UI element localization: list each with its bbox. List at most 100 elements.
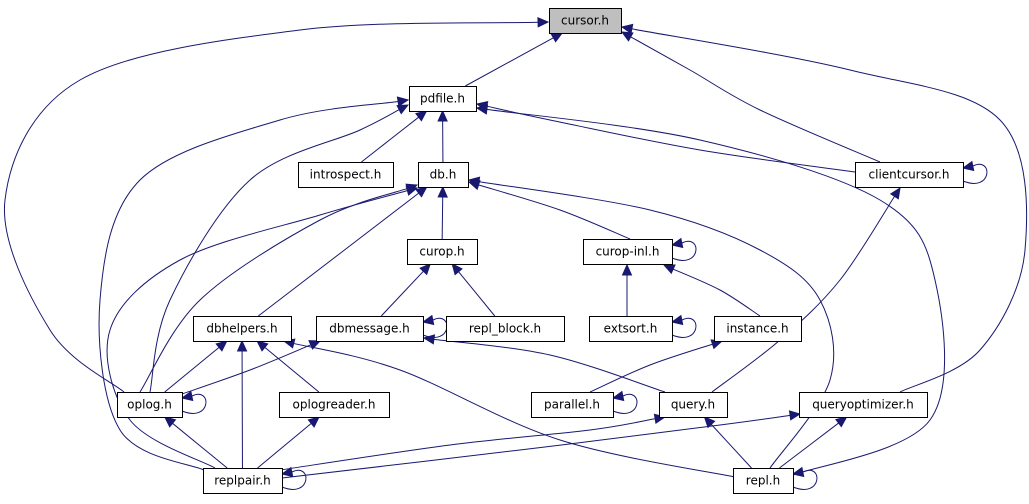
edge-repl-to-repl (791, 466, 818, 490)
edge-db-to-pdfile (437, 109, 448, 163)
node-box (714, 316, 802, 342)
edge-oplogreader-to-dbhelpers (256, 340, 320, 393)
node-curopinl[interactable]: curop-inl.h (583, 239, 673, 265)
edge-oplog-to-oplog (180, 390, 207, 414)
edge-clientcursor-to-cursor (620, 31, 881, 163)
edge-introspect-to-pdfile (361, 110, 428, 163)
node-label: query.h (671, 398, 715, 412)
edge-dbmessage-to-curop (380, 263, 432, 317)
edge-parallel-to-parallel (611, 390, 638, 414)
edge-clientcursor-to-clientcursor (961, 160, 988, 184)
node-label: oplog.h (127, 398, 172, 412)
node-dbhelpers[interactable]: dbhelpers.h (193, 316, 292, 342)
node-box (418, 162, 469, 188)
edge-curop-to-db (437, 185, 448, 240)
edge-replpair-to-oplog (163, 416, 228, 469)
node-label: repl_block.h (469, 322, 541, 336)
node-box (549, 8, 622, 34)
node-label: extsort.h (604, 322, 658, 336)
edges-layer (3, 17, 1028, 490)
edge-dbmessage-to-dbmessage (421, 314, 448, 338)
edge-parallel-to-instance (589, 339, 724, 393)
edge-extsort-to-extsort (670, 314, 697, 338)
edge-repl-to-queryoptimizer (779, 416, 848, 469)
node-box (589, 316, 673, 342)
node-parallel[interactable]: parallel.h (531, 392, 614, 418)
node-query[interactable]: query.h (659, 392, 728, 418)
node-box (117, 392, 183, 418)
edge-oplog-to-pdfile (149, 104, 410, 393)
node-box (407, 239, 478, 265)
node-label: parallel.h (544, 398, 600, 412)
edge-oplog-to-db (139, 183, 419, 393)
edge-replpair-to-query (279, 413, 667, 471)
node-repl[interactable]: repl.h (733, 468, 794, 494)
node-dbmessage[interactable]: dbmessage.h (316, 316, 424, 342)
nodes-layer: cursor.h pdfile.h introspect.h db.h clientcu… (117, 8, 964, 494)
edge-repl-to-db (467, 176, 835, 469)
edge-pdfile-to-cursor (465, 32, 564, 87)
edge-replpair-to-db (106, 185, 419, 469)
node-box (193, 316, 292, 342)
node-label: cursor.h (561, 14, 609, 28)
edge-replblock-to-curop (451, 263, 496, 317)
node-label: clientcursor.h (869, 168, 950, 182)
edge-replpair-to-dbhelpers (236, 339, 248, 469)
node-label: repl.h (746, 474, 780, 488)
node-box (203, 468, 283, 494)
node-oplogreader[interactable]: oplogreader.h (279, 392, 390, 418)
edge-instance-to-curopinl (662, 264, 761, 317)
node-box (799, 392, 928, 418)
edge-dbhelpers-to-db (258, 186, 428, 317)
edge-curopinl-to-curopinl (670, 237, 697, 261)
node-db[interactable]: db.h (418, 162, 469, 188)
node-label: curop-inl.h (596, 245, 660, 259)
node-extsort[interactable]: extsort.h (589, 316, 673, 342)
node-box (733, 468, 794, 494)
node-label: queryoptimizer.h (812, 398, 914, 412)
node-queryoptimizer[interactable]: queryoptimizer.h (799, 392, 928, 418)
edge-clientcursor-to-pdfile (475, 101, 856, 173)
edge-repl-to-query (703, 416, 752, 469)
edge-queryoptimizer-to-cursor (620, 23, 1028, 393)
edge-replpair-to-pdfile (98, 96, 410, 471)
edge-extsort-to-curopinl (621, 263, 633, 316)
edge-oplog-to-cursor (3, 17, 550, 393)
node-box (409, 86, 477, 112)
node-cursor[interactable]: cursor.h (549, 8, 622, 34)
node-introspect[interactable]: introspect.h (298, 162, 394, 188)
node-label: instance.h (726, 322, 788, 336)
node-label: pdfile.h (420, 92, 465, 106)
node-oplog[interactable]: oplog.h (117, 392, 183, 418)
edge-replpair-to-queryoptimizer (281, 410, 802, 479)
node-label: db.h (430, 168, 457, 182)
node-box (531, 392, 614, 418)
node-box (298, 162, 394, 188)
node-box (659, 392, 728, 418)
node-box (855, 162, 964, 188)
node-box (279, 392, 390, 418)
node-box (583, 239, 673, 265)
node-label: dbmessage.h (329, 322, 410, 336)
edge-replpair-to-oplogreader (257, 416, 320, 469)
node-curop[interactable]: curop.h (407, 239, 478, 265)
node-box (316, 316, 424, 342)
edge-oplog-to-dbmessage (181, 340, 322, 395)
node-pdfile[interactable]: pdfile.h (409, 86, 477, 112)
node-clientcursor[interactable]: clientcursor.h (855, 162, 964, 188)
edge-replpair-to-replpair (280, 466, 307, 490)
node-label: dbhelpers.h (206, 322, 277, 336)
node-instance[interactable]: instance.h (714, 316, 802, 342)
node-label: oplogreader.h (293, 398, 376, 412)
node-replpair[interactable]: replpair.h (203, 468, 283, 494)
node-label: introspect.h (310, 168, 382, 182)
edge-repl-to-pdfile (475, 104, 946, 476)
edge-curopinl-to-db (467, 180, 631, 240)
edge-query-to-dbmessage (422, 334, 666, 393)
edge-query-to-clientcursor (711, 186, 901, 393)
node-box (446, 316, 565, 342)
node-label: curop.h (419, 245, 464, 259)
edge-oplog-to-dbhelpers (164, 340, 228, 393)
node-replblock[interactable]: repl_block.h (446, 316, 565, 342)
